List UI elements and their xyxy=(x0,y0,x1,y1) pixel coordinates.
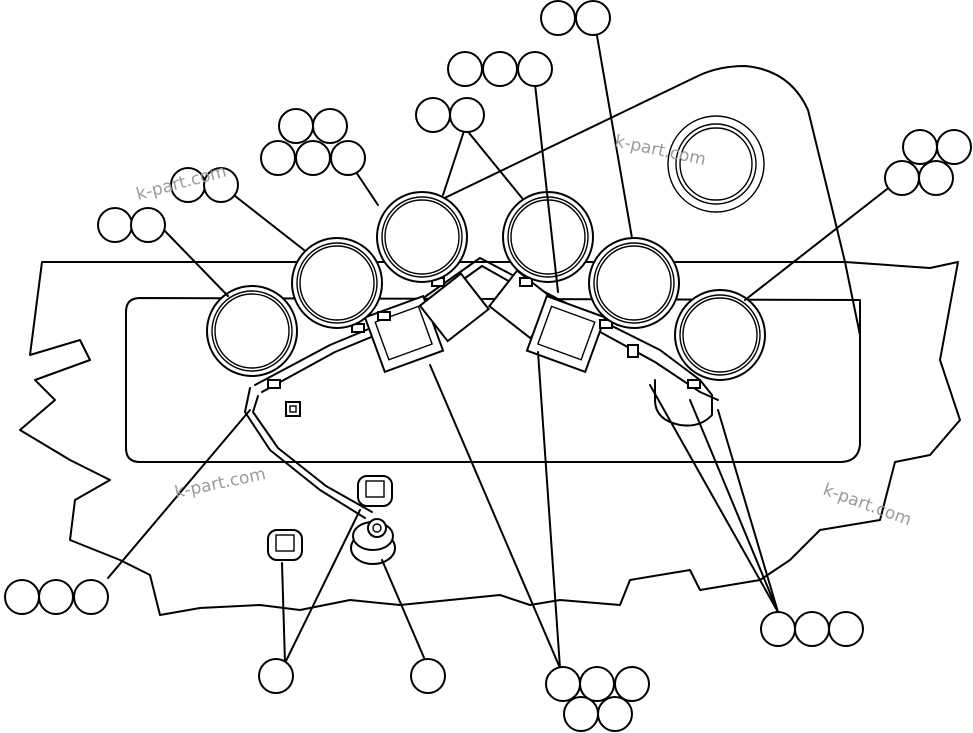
left-module xyxy=(363,272,491,374)
watermark: k-part.com xyxy=(173,464,268,503)
inner-recess xyxy=(125,297,861,463)
gauge-1 xyxy=(206,285,298,377)
harness-clips xyxy=(267,277,701,417)
callout-bottom-right xyxy=(760,611,864,647)
upper-housing xyxy=(429,65,861,336)
right-module xyxy=(487,269,607,374)
callout-second-gauge xyxy=(170,167,239,203)
callout-bottom-knob xyxy=(410,658,446,694)
leader-lines xyxy=(107,29,906,669)
callout-bottom-switches xyxy=(258,658,294,694)
panel-outline xyxy=(19,261,961,616)
gauge-6 xyxy=(674,289,766,381)
gauge-4 xyxy=(502,191,594,283)
callout-center-pair xyxy=(415,97,485,133)
rotary-knob xyxy=(350,518,396,565)
callout-far-right xyxy=(884,129,972,196)
callout-bottom-left xyxy=(4,579,109,615)
callout-left-gauge xyxy=(97,207,166,243)
switch-lower xyxy=(267,529,303,561)
round-port xyxy=(667,115,765,213)
switch-upper xyxy=(357,475,393,507)
callout-bottom-center-stack xyxy=(545,666,650,732)
callout-top-center xyxy=(447,51,553,87)
gauge-5 xyxy=(588,237,680,329)
gauge-3 xyxy=(376,191,468,283)
callout-top-right xyxy=(540,0,611,36)
callout-third-gauge-stack xyxy=(260,108,366,176)
watermark: k-part.com xyxy=(613,131,708,170)
gauge-2 xyxy=(291,237,383,329)
